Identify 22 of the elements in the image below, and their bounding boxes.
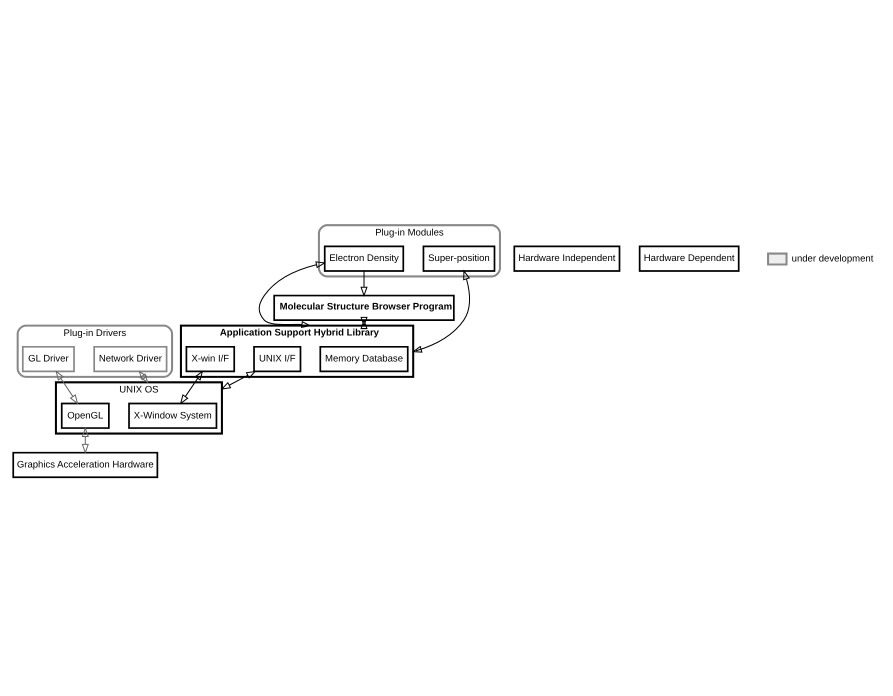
node-box: Memory Database xyxy=(319,345,409,372)
arrow xyxy=(82,426,89,454)
arrow xyxy=(360,270,368,297)
node-box: X-Window System xyxy=(128,402,218,428)
arrow xyxy=(55,370,78,404)
node-box: Electron Density xyxy=(324,245,404,272)
node-box: X-win I/F xyxy=(186,345,236,372)
node-box: GL Driver xyxy=(22,345,75,372)
node-box: Network Driver xyxy=(93,345,168,372)
node-box: Graphics Acceleration Hardware xyxy=(12,451,158,478)
arrow xyxy=(412,269,470,352)
node-box: Hardware Independent xyxy=(513,245,620,272)
arrow xyxy=(138,370,149,384)
arrow xyxy=(258,260,326,328)
arrow xyxy=(180,370,204,404)
arrow xyxy=(220,370,256,390)
node-box: UNIX I/F xyxy=(253,345,302,372)
node-box: Super-position xyxy=(422,245,496,272)
arrow xyxy=(360,316,368,329)
legend-label: under development xyxy=(792,253,874,264)
node-box: OpenGL xyxy=(60,402,110,428)
node-box: Hardware Dependent xyxy=(638,245,740,272)
